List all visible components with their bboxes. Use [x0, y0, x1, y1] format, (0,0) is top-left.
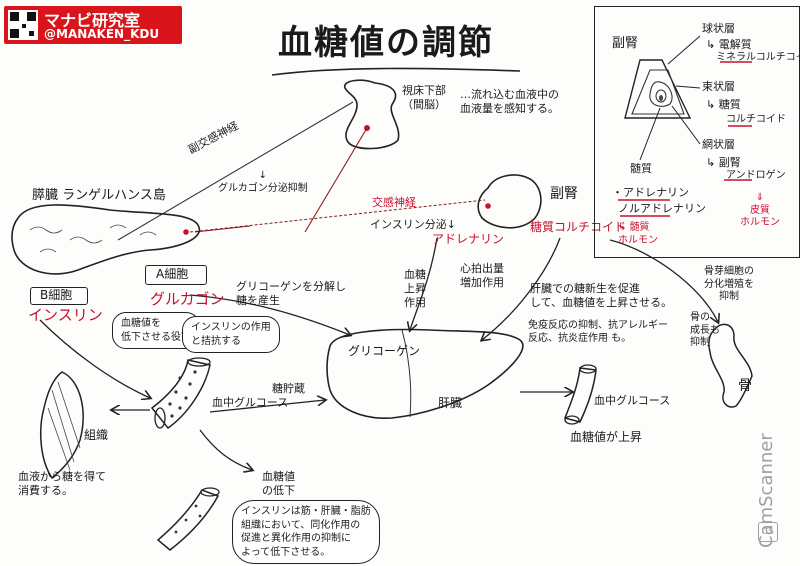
- parasympathetic-effect: ↓ グルカゴン分泌抑制: [218, 170, 308, 195]
- vessel-right: [565, 368, 596, 422]
- alpha-cell-label: A細胞: [156, 267, 188, 282]
- muscle-shape: [41, 372, 83, 478]
- blood-sugar-drop-label: 血糖値 の低下: [262, 470, 295, 498]
- sympathetic-line-3: [195, 226, 250, 232]
- arrow-vessel-drop: [200, 430, 252, 470]
- zona-fasciculata-label: 束状層: [702, 80, 735, 94]
- sugar-storage-label: 糖貯蔵: [272, 382, 305, 396]
- zona-glomerulosa-label: 球状層: [702, 22, 735, 36]
- adrenal-detail-title: 副腎: [612, 36, 638, 52]
- qr-code-icon: [8, 10, 38, 40]
- pancreas-label: 膵臓 ランゲルハンス島: [32, 188, 166, 204]
- pancreas-dot: [183, 229, 189, 235]
- glucagon-effect: グリコーゲンを分解し 糖を産生: [236, 280, 346, 308]
- blood-sugar-drop-desc: インスリンは筋・肝臓・脂肪 組織において、同化作用の 促進と異化作用の抑制に よ…: [232, 500, 380, 564]
- vessel-center: [152, 360, 210, 428]
- blood-sugar-rises-label: 血糖値が上昇: [570, 430, 642, 445]
- liver-shape: [327, 330, 523, 419]
- bone-growth: 骨の 成長も 抑制: [690, 312, 720, 350]
- page-title: 血糖値の調節: [278, 22, 494, 65]
- bone-effect: 骨芽細胞の 分化増殖を 抑制: [704, 266, 754, 304]
- brand-logo: マナビ研究室 @MANAKEN_KDU: [4, 6, 182, 44]
- glucagon-label: グルカゴン: [150, 290, 225, 309]
- liver-gluconeogenesis: 肝臓での糖新生を促進 して、血糖値を上昇させる。: [530, 282, 672, 310]
- insulin-label: インスリン: [28, 306, 103, 325]
- sympathetic-label: 交感神経: [372, 196, 416, 210]
- cortex-hormone-label: ⇓ 皮質 ホルモン: [740, 192, 780, 230]
- androgen-prefix: ↳ 副腎: [706, 156, 741, 170]
- immune-effect: 免疫反応の抑制、抗アレルギー 反応、抗炎症作用 も。: [528, 320, 668, 345]
- hypothalamus-label: 視床下部 （間脳）: [402, 84, 446, 112]
- hypothalamus-shape: [345, 80, 399, 148]
- medulla-label: 髄質: [630, 162, 652, 176]
- noradrenaline-label: ノルアドレナリン: [618, 202, 706, 216]
- brand-handle: @MANAKEN_KDU: [44, 27, 159, 41]
- tissue-desc: 血液から糖を得て 消費する。: [18, 470, 106, 498]
- blood-glucose-label: 血中グルコース: [212, 396, 288, 410]
- hypothalamus-desc: …流れ込む血液中の 血液量を感知する。: [460, 88, 559, 116]
- medulla-hormone-label: ↳ 髄質 ホルモン: [618, 222, 658, 247]
- androgen-label: アンドロゲン: [726, 170, 786, 183]
- camscanner-watermark: CamScanner: [756, 433, 777, 548]
- vessel-bottom: [158, 490, 218, 550]
- mineralocorticoid-prefix: ↳ 電解質: [706, 38, 752, 52]
- title-underline: [272, 68, 520, 75]
- adrenaline-label: アドレナリン: [432, 232, 504, 247]
- glycogen-label: グリコーゲン: [348, 344, 420, 359]
- glucocorticoid-prefix: ↳ 糖質: [706, 98, 741, 112]
- adrenal-dot: [485, 203, 491, 209]
- cardiac-output-label: 心拍出量 増加作用: [460, 262, 504, 290]
- beta-cell-label: B細胞: [40, 288, 72, 303]
- blood-sugar-rise-label: 血糖 上昇 作用: [404, 268, 426, 309]
- insulin-bubble-antagonist: インスリンの作用 と拮抗する: [182, 316, 280, 353]
- adrenaline-detail-label: ・アドレナリン: [612, 186, 689, 200]
- zona-reticularis-label: 網状層: [702, 138, 735, 152]
- mineralocorticoid-label: ミネラルコルチコイド: [716, 52, 800, 65]
- pancreas-shape: [12, 205, 200, 274]
- blood-glucose-right-label: 血中グルコース: [594, 394, 670, 408]
- tissue-label: 組織: [84, 428, 108, 443]
- liver-label: 肝臓: [438, 396, 462, 411]
- glucocorticoid-label: コルチコイド: [726, 114, 786, 127]
- bone-label: 骨: [738, 378, 752, 396]
- adrenal-center-label: 副腎: [550, 186, 578, 204]
- sympathetic-effect: インスリン分泌↓: [370, 218, 456, 232]
